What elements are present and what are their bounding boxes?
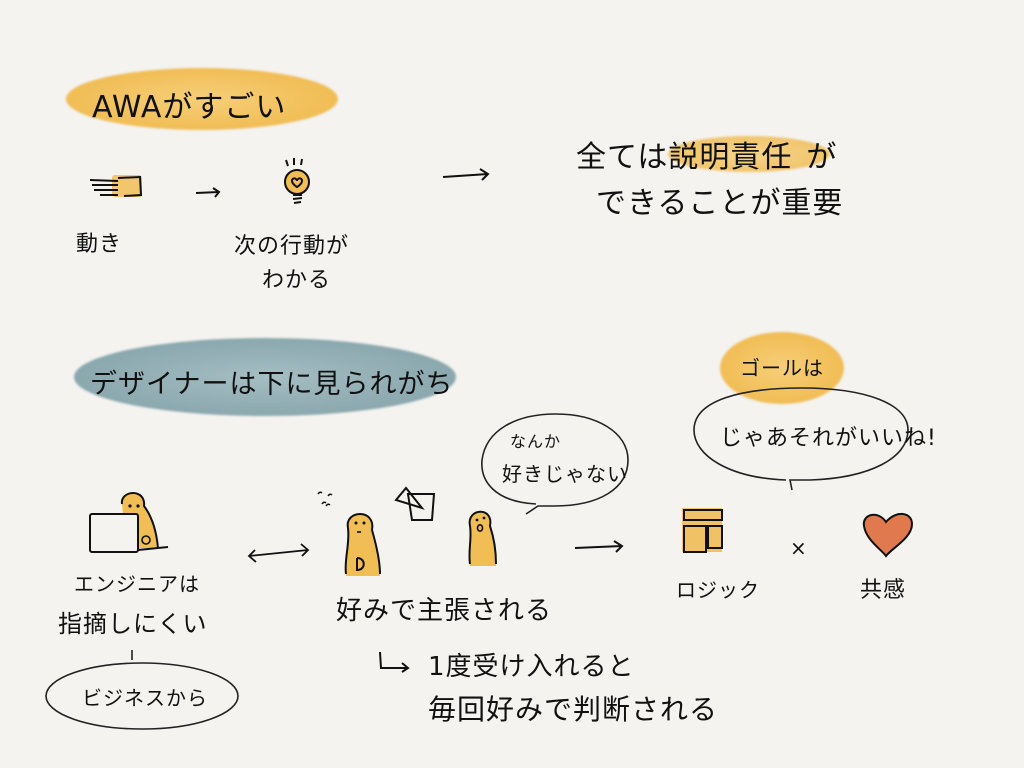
lightbulb-icon — [276, 158, 320, 212]
speech-bubble-goal — [693, 387, 909, 491]
logic-label: ロジック — [676, 578, 760, 602]
followup-line2: 毎回好みで判断される — [428, 693, 719, 726]
section1-title: AWAがすごい — [92, 90, 287, 125]
followup-line1: 1度受け入れると — [428, 652, 635, 682]
engineer-label-line1: エンジニアは — [74, 572, 200, 596]
connector-line — [131, 650, 133, 660]
speech-dislike-line1: なんか — [510, 432, 562, 451]
engineer-label-line2: 指摘しにくい — [58, 610, 208, 638]
conclusion-highlight: 説明責任 — [668, 140, 793, 175]
empathy-label: 共感 — [860, 578, 907, 603]
goal-speech: じゃあそれがいいね! — [720, 426, 937, 451]
shapes-icon — [394, 486, 436, 521]
heart-icon — [860, 510, 916, 558]
title-highlight-awa — [66, 68, 338, 130]
title-highlight-designer — [74, 338, 456, 416]
times-symbol: × — [790, 536, 808, 560]
business-ellipse — [45, 662, 239, 730]
speech-dislike-line2: 好きじゃない — [502, 462, 628, 486]
goal-badge: ゴールは — [740, 356, 824, 380]
goal-badge-highlight — [720, 332, 844, 404]
highlight-accountability — [668, 136, 830, 172]
engineer-figure-icon — [84, 490, 174, 560]
motion-icon — [88, 172, 148, 202]
designer-label: 好みで主張される — [336, 596, 553, 626]
business-note: ビジネスから — [82, 686, 208, 710]
step2-label-line1: 次の行動が — [234, 234, 350, 259]
designer-figure-icon — [342, 510, 386, 580]
sweat-marks-icon — [317, 491, 333, 507]
section2-title: デザイナーは下に見られがち — [90, 369, 454, 400]
speech-bubble-dislike — [481, 413, 629, 515]
step1-label: 動き — [76, 232, 123, 257]
conclusion-line1: 全ては説明責任が — [576, 132, 837, 176]
corner-arrow-icon — [379, 651, 410, 673]
step2-label-line2: わかる — [262, 268, 332, 293]
conclusion-suffix: が — [806, 140, 838, 175]
conclusion-line2: できることが重要 — [596, 186, 844, 221]
layout-icon — [680, 506, 726, 556]
conclusion-prefix: 全ては — [576, 140, 669, 175]
stakeholder-figure-icon — [466, 508, 500, 570]
